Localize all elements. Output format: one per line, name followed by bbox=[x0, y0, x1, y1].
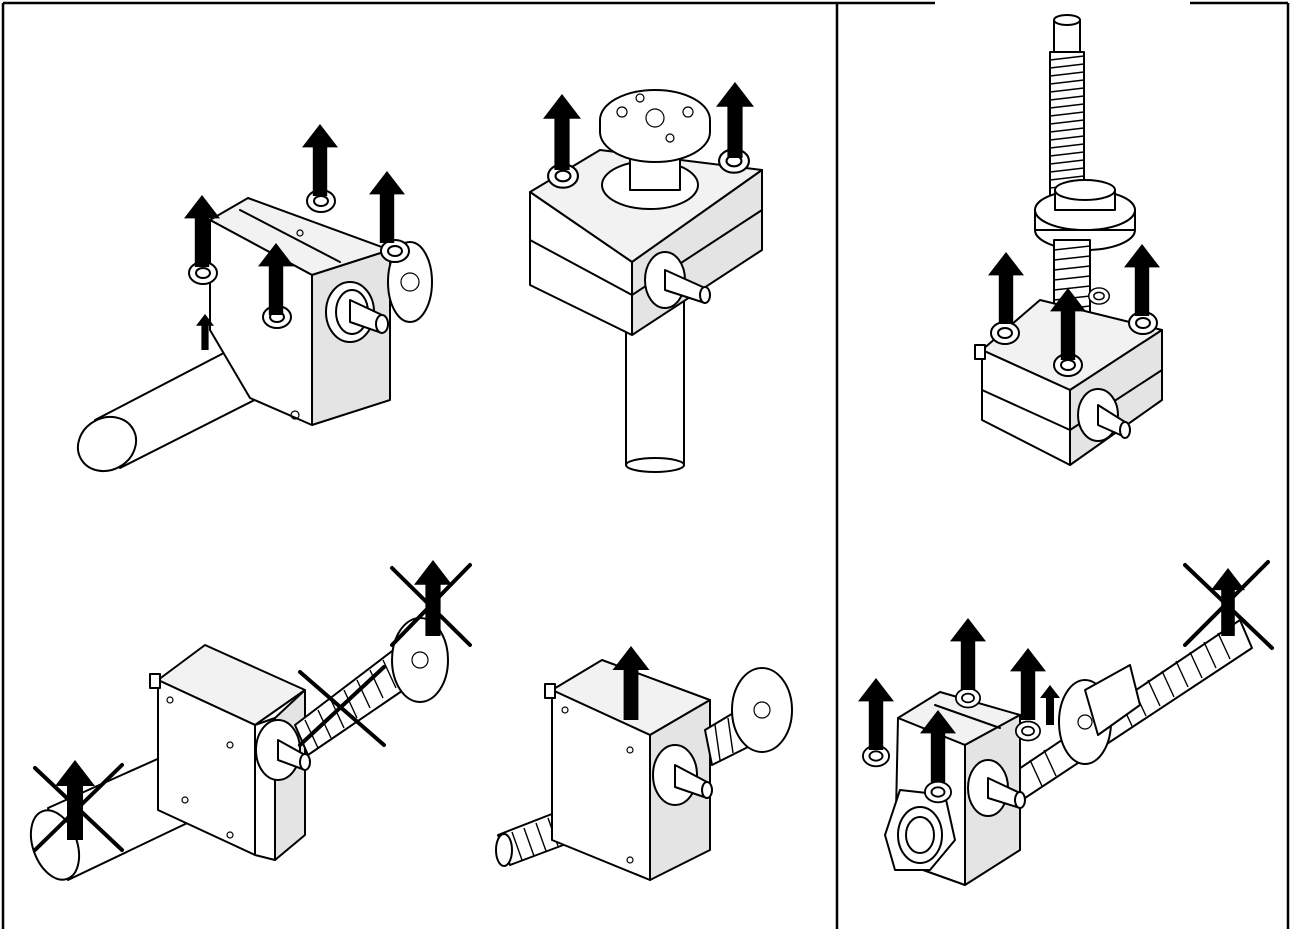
input-shaft bbox=[652, 744, 713, 806]
input-shaft bbox=[325, 281, 389, 343]
panel-screw-jack-horizontal bbox=[495, 646, 793, 881]
forbidden-cross-marks bbox=[1183, 560, 1274, 650]
input-shaft bbox=[644, 251, 711, 309]
panel-tube-jack-vertical bbox=[529, 82, 763, 473]
panel-tube-jack-horizontal bbox=[76, 124, 433, 473]
input-shaft bbox=[967, 759, 1026, 817]
forbidden-cross-marks bbox=[33, 563, 472, 852]
top-flange bbox=[599, 89, 711, 191]
panel-motor-flange-jack bbox=[858, 560, 1274, 886]
motor-flange bbox=[884, 789, 956, 871]
lifting-screw bbox=[1049, 14, 1085, 201]
panel-nut-jack-vertical bbox=[974, 14, 1163, 466]
panel-tube-jack-horizontal-wrong bbox=[29, 560, 472, 881]
gearbox-housing bbox=[529, 149, 763, 336]
flange-nut bbox=[1058, 664, 1141, 765]
flange-nut bbox=[1034, 179, 1136, 251]
input-shaft bbox=[255, 719, 311, 781]
input-shaft bbox=[1077, 388, 1131, 442]
end-flange bbox=[731, 667, 793, 753]
